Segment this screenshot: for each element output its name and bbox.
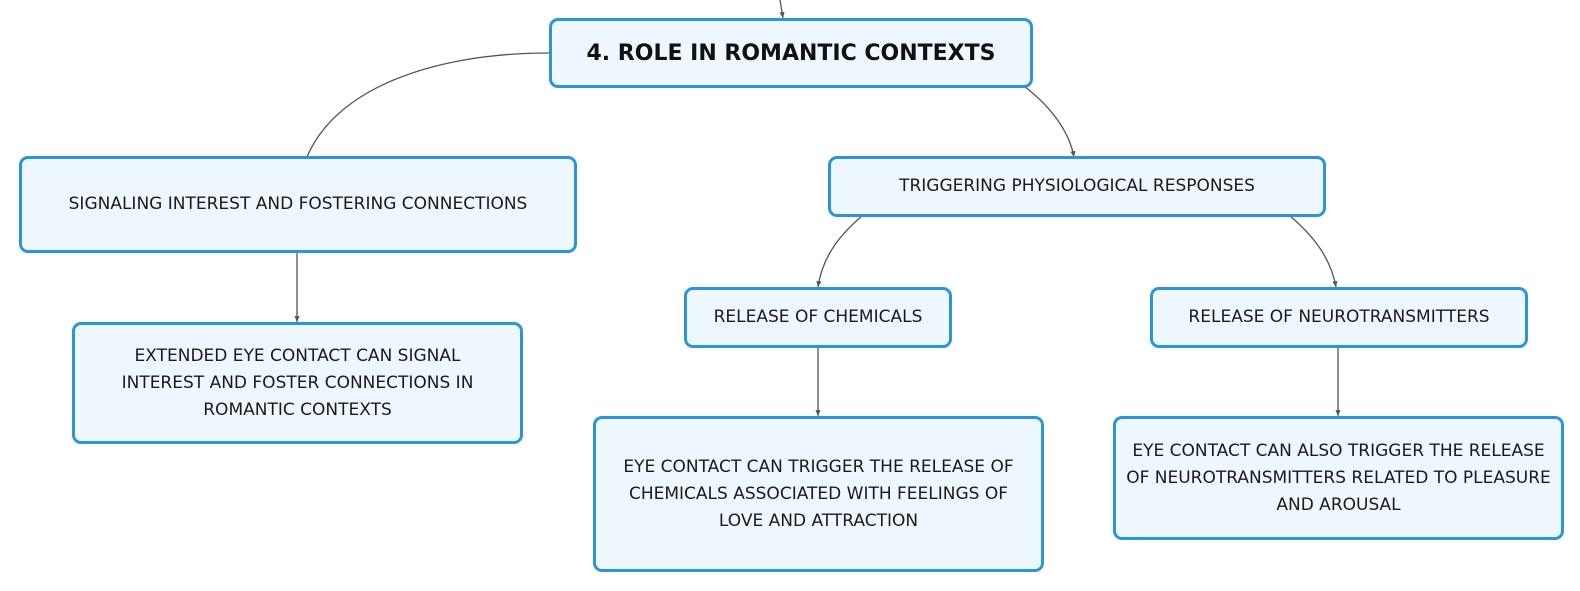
connector-triggering-to-chemicals — [816, 215, 863, 288]
chemicals-detail-label: EYE CONTACT CAN TRIGGER THE RELEASE OF C… — [623, 456, 1014, 531]
signaling-detail-label: EXTENDED EYE CONTACT CAN SIGNAL INTEREST… — [121, 345, 474, 420]
triggering-responses-node[interactable]: TRIGGERING PHYSIOLOGICAL RESPONSES — [828, 156, 1326, 217]
release-of-chemicals-label: RELEASE OF CHEMICALS — [713, 307, 923, 327]
release-of-chemicals-node[interactable]: RELEASE OF CHEMICALS — [684, 287, 952, 348]
signaling-interest-label: SIGNALING INTEREST AND FOSTERING CONNECT… — [68, 194, 528, 214]
chemicals-detail-node[interactable]: EYE CONTACT CAN TRIGGER THE RELEASE OF C… — [593, 416, 1044, 572]
release-of-neurotransmitters-label: RELEASE OF NEUROTRANSMITTERS — [1188, 307, 1490, 327]
neurotransmitters-detail-label: EYE CONTACT CAN ALSO TRIGGER THE RELEASE… — [1126, 440, 1551, 515]
connector-triggering-to-neuro — [1289, 215, 1338, 288]
incoming-connector — [779, 0, 785, 19]
signaling-detail-node[interactable]: EXTENDED EYE CONTACT CAN SIGNAL INTEREST… — [72, 322, 523, 444]
connector-root-to-signaling — [306, 52, 550, 158]
root-topic-node[interactable]: 4. ROLE IN ROMANTIC CONTEXTS — [549, 18, 1033, 88]
root-topic-label: 4. ROLE IN ROMANTIC CONTEXTS — [586, 40, 996, 66]
triggering-responses-label: TRIGGERING PHYSIOLOGICAL RESPONSES — [899, 176, 1255, 196]
release-of-neurotransmitters-node[interactable]: RELEASE OF NEUROTRANSMITTERS — [1150, 287, 1528, 348]
neurotransmitters-detail-node[interactable]: EYE CONTACT CAN ALSO TRIGGER THE RELEASE… — [1113, 416, 1564, 540]
signaling-interest-node[interactable]: SIGNALING INTEREST AND FOSTERING CONNECT… — [19, 156, 577, 253]
connector-root-to-triggering — [1023, 85, 1076, 158]
